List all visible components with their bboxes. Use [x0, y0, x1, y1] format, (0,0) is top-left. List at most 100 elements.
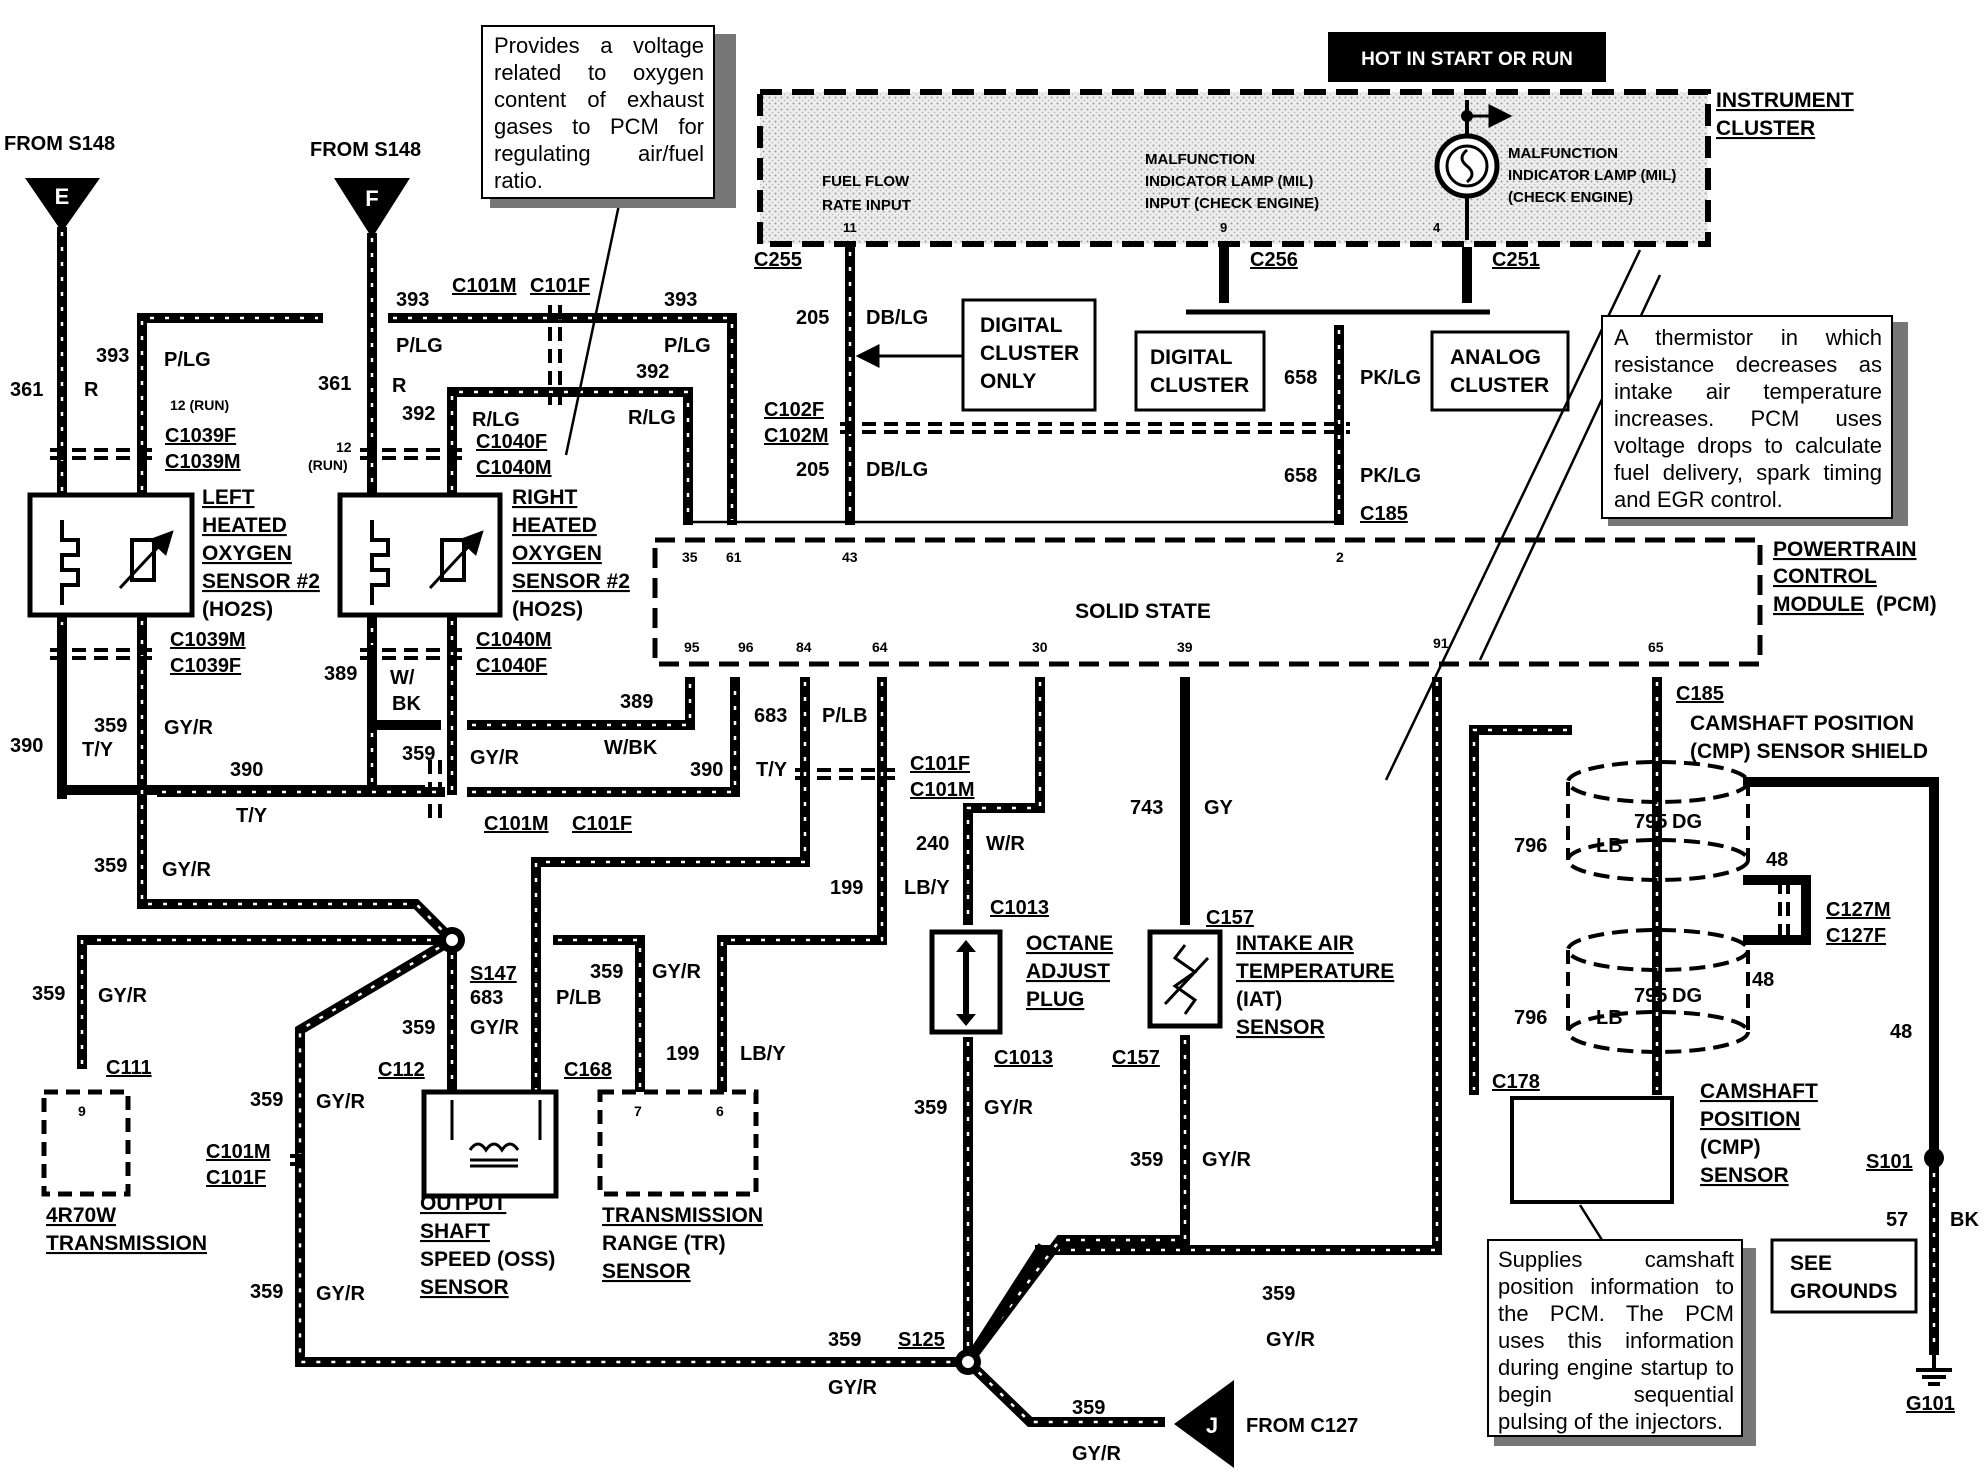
svg-text:BK: BK [1950, 1209, 1979, 1231]
svg-text:R: R [84, 379, 99, 401]
svg-text:SENSOR: SENSOR [1700, 1164, 1789, 1187]
pcm-pin-30: 30 [1032, 639, 1048, 655]
connector-labels: C255 C256 C251 C102F C102M C185 C185 C10… [106, 249, 1955, 1415]
svg-text:GY/R: GY/R [162, 859, 211, 881]
svg-text:PK/LG: PK/LG [1360, 367, 1421, 389]
svg-text:C157: C157 [1112, 1047, 1160, 1069]
tr-pin-7: 7 [634, 1103, 642, 1119]
svg-text:C1040F: C1040F [476, 655, 547, 677]
svg-text:48: 48 [1766, 849, 1788, 871]
fuel-flow-pin: 11 [843, 220, 857, 235]
svg-text:796: 796 [1514, 1007, 1547, 1029]
svg-text:P/LG: P/LG [664, 335, 711, 357]
svg-text:393: 393 [664, 289, 697, 311]
digital-label: DIGITAL [1150, 346, 1233, 369]
svg-text:GY/R: GY/R [828, 1377, 877, 1399]
from-e-triangle [25, 178, 100, 232]
wire-labels: 361 R 393 P/LG 12 (RUN) 361 R 12 (RUN) 3… [10, 289, 1979, 1465]
svg-text:C1039F: C1039F [170, 655, 241, 677]
octane-plug-icon [956, 940, 976, 1026]
from-f-triangle [334, 178, 410, 238]
svg-text:TRANSMISSION: TRANSMISSION [46, 1232, 207, 1255]
svg-text:PK/LG: PK/LG [1360, 465, 1421, 487]
trans-4r70w-pin: 9 [78, 1103, 86, 1119]
svg-text:SHAFT: SHAFT [420, 1220, 490, 1243]
svg-text:743: 743 [1130, 797, 1163, 819]
svg-text:359: 359 [828, 1329, 861, 1351]
svg-text:INTAKE AIR: INTAKE AIR [1236, 932, 1354, 955]
svg-text:C101F: C101F [910, 753, 970, 775]
svg-text:GY/R: GY/R [470, 1017, 519, 1039]
svg-text:C101M: C101M [206, 1141, 270, 1163]
svg-text:R/LG: R/LG [628, 407, 676, 429]
svg-text:OXYGEN: OXYGEN [202, 542, 292, 565]
svg-text:C101M: C101M [910, 779, 974, 801]
svg-text:C185: C185 [1360, 503, 1408, 525]
svg-text:C111: C111 [106, 1057, 152, 1079]
from-j-label: FROM C127 [1246, 1415, 1358, 1437]
svg-text:GY/R: GY/R [470, 747, 519, 769]
svg-text:CAMSHAFT: CAMSHAFT [1700, 1080, 1818, 1103]
digital-only-box [961, 298, 1097, 412]
component-labels: LEFT HEATED OXYGEN SENSOR #2 (HO2S) RIGH… [46, 486, 1928, 1299]
digital-only-label-2: CLUSTER [980, 342, 1079, 365]
svg-text:359: 359 [1130, 1149, 1163, 1171]
mil-lamp-pin: 4 [1433, 220, 1441, 235]
hot-label-bg [1328, 32, 1606, 82]
splice-s101 [1924, 1148, 1944, 1168]
svg-text:C1040M: C1040M [476, 457, 552, 479]
svg-text:359: 359 [94, 715, 127, 737]
pcm-pin-64: 64 [872, 639, 888, 655]
svg-text:C157: C157 [1206, 907, 1254, 929]
svg-text:C101M: C101M [452, 275, 516, 297]
svg-text:SENSOR #2: SENSOR #2 [202, 570, 320, 593]
svg-text:SENSOR: SENSOR [1236, 1016, 1325, 1039]
svg-text:795: 795 [1634, 985, 1667, 1007]
svg-text:12: 12 [336, 439, 352, 455]
analog-label: ANALOG [1450, 346, 1541, 369]
svg-text:P/LG: P/LG [396, 335, 443, 357]
svg-text:GY/R: GY/R [98, 985, 147, 1007]
svg-text:TRANSMISSION: TRANSMISSION [602, 1204, 763, 1227]
instrument-cluster-title-2: CLUSTER [1716, 117, 1815, 140]
pcm-pin-39: 39 [1177, 639, 1193, 655]
svg-text:796: 796 [1514, 835, 1547, 857]
svg-text:(CMP) SENSOR SHIELD: (CMP) SENSOR SHIELD [1690, 740, 1928, 763]
cmp-note: Supplies camshaft position information t… [1498, 1247, 1734, 1434]
svg-text:W/R: W/R [986, 833, 1025, 855]
svg-text:LB: LB [1596, 835, 1623, 857]
svg-text:C255: C255 [754, 249, 802, 271]
svg-text:C127M: C127M [1826, 899, 1890, 921]
mil-lamp-label-2: INDICATOR LAMP (MIL) [1508, 167, 1676, 184]
svg-text:390: 390 [230, 759, 263, 781]
ho2s-note-box [481, 25, 715, 199]
see-grounds-label-2: GROUNDS [1790, 1280, 1897, 1303]
cmp-shield [1566, 760, 1750, 1054]
svg-text:C101F: C101F [572, 813, 632, 835]
svg-text:C1039M: C1039M [170, 629, 246, 651]
svg-text:RANGE (TR): RANGE (TR) [602, 1232, 726, 1255]
svg-text:392: 392 [636, 361, 669, 383]
svg-text:57: 57 [1886, 1209, 1908, 1231]
analog-box [1430, 330, 1570, 412]
svg-text:BK: BK [392, 693, 421, 715]
pcm-title-2: CONTROL [1773, 565, 1877, 588]
svg-text:GY/R: GY/R [1266, 1329, 1315, 1351]
svg-text:359: 359 [590, 961, 623, 983]
pcm-pin-65: 65 [1648, 639, 1664, 655]
svg-text:C168: C168 [564, 1059, 612, 1081]
svg-text:658: 658 [1284, 367, 1317, 389]
mil-input-pin: 9 [1220, 220, 1227, 235]
see-grounds-box [1770, 1238, 1918, 1314]
svg-text:390: 390 [690, 759, 723, 781]
iat-note-box [1601, 315, 1893, 519]
svg-text:389: 389 [324, 663, 357, 685]
digital-only-label-3: ONLY [980, 370, 1036, 393]
svg-text:359: 359 [1262, 1283, 1295, 1305]
svg-text:ADJUST: ADJUST [1026, 960, 1110, 983]
svg-text:C101F: C101F [206, 1167, 266, 1189]
svg-text:GY/R: GY/R [316, 1283, 365, 1305]
svg-text:359: 359 [402, 1017, 435, 1039]
svg-text:392: 392 [402, 403, 435, 425]
